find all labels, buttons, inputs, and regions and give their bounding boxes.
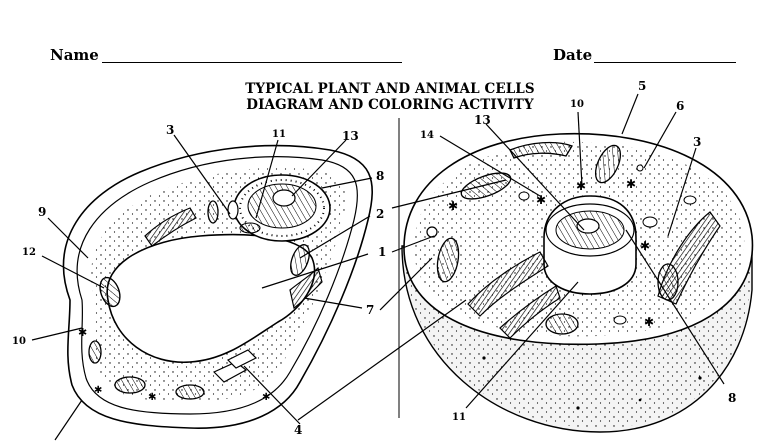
plant-nuclear-envelope-dots [239,179,325,237]
centriole: ✱ [576,179,586,193]
mitochondrion [545,313,579,335]
plant-centrosome: ✱ [78,326,87,339]
centriole: ✱ [640,239,650,253]
animal-leader-lines [297,93,725,421]
plant-mitochondrion [227,200,239,220]
plant-vesicle [226,349,258,369]
plant-label: 10 [12,336,26,347]
plant-label: 3 [166,123,174,137]
centriole: ✱ [448,199,458,213]
animal-label: 13 [474,113,491,127]
name-label: Name [50,46,99,64]
plant-cell: ✱ ✱ ✱ ✱ [62,144,374,429]
plant-label: 8 [376,169,384,183]
vesicle [518,191,530,201]
title-line-1: TYPICAL PLANT AND ANIMAL CELLS [245,81,535,97]
plant-nucleolus [272,189,296,207]
mitochondrion [436,237,460,283]
animal-label: 3 [693,135,701,149]
plant-label: 4 [294,423,302,437]
plant-centrosome: ✱ [148,392,156,403]
plant-label: 11 [272,129,286,140]
animal-label: 6 [676,99,684,113]
chloroplast [207,200,219,224]
plant-label: 7 [366,303,374,317]
chloroplast [99,276,121,308]
title-line-2: DIAGRAM AND COLORING ACTIVITY [246,97,534,113]
chloroplast [239,222,261,234]
date-field-line[interactable] [594,62,736,63]
name-field-line[interactable] [102,62,402,63]
golgi-body [499,285,561,339]
chloroplast [175,384,205,400]
plant-label: 9 [38,205,46,219]
animal-label: 5 [638,79,646,93]
plant-label: 12 [22,247,36,258]
animal-label: 8 [728,391,736,405]
centriole: ✱ [536,193,546,207]
rough-er [467,251,549,317]
lysosome [636,164,644,172]
plant-label: 1 [378,245,386,259]
mitochondrion [460,172,512,200]
plant-cell-membrane [76,156,359,415]
plant-centrosome: ✱ [262,392,270,403]
plant-leader-lines [31,134,373,441]
vesicle [613,315,627,325]
smooth-er [509,141,573,159]
animal-nucleolus [576,218,600,234]
centriole: ✱ [644,315,654,329]
date-label: Date [553,46,593,64]
plant-cell-wall [62,144,374,429]
centriole: ✱ [626,177,636,191]
mitochondrion [594,144,622,184]
plant-centrosome: ✱ [94,385,102,396]
vesicle [426,226,438,238]
plant-label: 13 [342,129,359,143]
plant-er [289,266,323,310]
vesicle [642,216,658,228]
vesicle [683,195,697,205]
animal-label: 10 [570,99,584,110]
chloroplast [88,340,102,364]
mitochondrion [657,263,679,301]
animal-label: 11 [452,412,466,423]
chloroplast [114,376,146,394]
chloroplast [290,244,310,276]
plant-label: 2 [376,207,384,221]
plant-golgi [144,207,197,247]
animal-label: 14 [420,130,434,141]
